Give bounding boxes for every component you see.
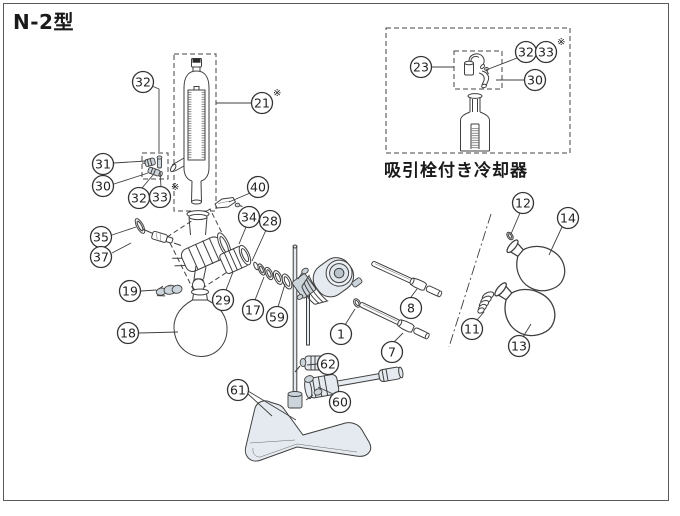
stopcock-drawing [134, 218, 182, 246]
svg-text:13: 13 [511, 339, 527, 354]
svg-text:32: 32 [135, 75, 151, 90]
svg-text:33: 33 [152, 190, 168, 205]
svg-text:12: 12 [515, 196, 531, 211]
svg-text:※: ※ [171, 182, 179, 193]
spring-drawing [477, 291, 495, 314]
callout-35: 35 [89, 225, 113, 249]
svg-text:8: 8 [407, 301, 415, 316]
callout-11: 11 [460, 317, 484, 341]
callout-34: 34 [237, 205, 261, 229]
leader-lines [111, 57, 563, 421]
svg-text:62: 62 [320, 357, 336, 372]
svg-text:14: 14 [560, 211, 576, 226]
callout-7: 7 [380, 340, 404, 364]
svg-text:17: 17 [245, 303, 261, 318]
callout-33-inset: 33※ [534, 37, 565, 64]
svg-text:23: 23 [413, 60, 429, 75]
callout-23: 23 [409, 55, 433, 79]
callout-13: 13 [507, 334, 531, 358]
assembly-axis-line [448, 213, 492, 348]
svg-text:32: 32 [518, 45, 534, 60]
flask18-drawing [173, 288, 228, 358]
callout-28: 28 [258, 209, 282, 233]
svg-text:33: 33 [538, 45, 554, 60]
inset-drawing [460, 53, 490, 152]
o-ring-1-inner [354, 299, 360, 307]
joint-clamp-drawing [155, 284, 183, 297]
svg-text:30: 30 [527, 73, 543, 88]
svg-text:40: 40 [250, 180, 266, 195]
callout-30-left: 30 [91, 174, 115, 198]
callout-21: 21※ [250, 88, 281, 115]
o-ring-12-inner [507, 233, 513, 239]
motor-drawing [291, 257, 363, 305]
inset-caption: 吸引栓付き冷却器 [384, 161, 528, 181]
svg-text:18: 18 [120, 326, 136, 341]
callout-12: 12 [511, 191, 535, 215]
inset-dashed-box [385, 27, 571, 154]
callout-14: 14 [556, 206, 580, 230]
clip-drawing [214, 196, 243, 209]
callout-32-inset: 32 [514, 40, 538, 64]
callout-33-mid: 33※ [148, 182, 179, 209]
svg-text:59: 59 [269, 310, 285, 325]
svg-text:35: 35 [93, 230, 109, 245]
svg-text:30: 30 [95, 179, 111, 194]
callout-60: 60 [328, 390, 352, 414]
callout-1: 1 [329, 322, 353, 346]
svg-text:11: 11 [464, 322, 480, 337]
callout-32-top: 32 [131, 70, 155, 94]
svg-text:31: 31 [95, 157, 111, 172]
callout-17: 17 [241, 298, 265, 322]
callout-32-mid: 32 [127, 186, 151, 210]
svg-text:※: ※ [557, 37, 565, 48]
hose-fittings-drawing [141, 155, 163, 177]
callout-8: 8 [399, 296, 423, 320]
svg-text:21: 21 [254, 96, 270, 111]
svg-text:1: 1 [337, 327, 345, 342]
svg-text:19: 19 [122, 284, 138, 299]
svg-text:37: 37 [93, 250, 109, 265]
callout-29: 29 [211, 288, 235, 312]
condenser-drawing [169, 58, 210, 205]
svg-text:61: 61 [230, 383, 246, 398]
svg-text:7: 7 [388, 345, 396, 360]
svg-text:34: 34 [241, 210, 257, 225]
svg-text:※: ※ [273, 88, 281, 99]
svg-text:60: 60 [332, 395, 348, 410]
adapter-drawing [172, 210, 232, 292]
svg-text:32: 32 [131, 191, 147, 206]
callout-31: 31 [91, 152, 115, 176]
vapor-tube-8-drawing [369, 258, 444, 299]
svg-text:29: 29 [215, 293, 231, 308]
svg-text:28: 28 [262, 214, 278, 229]
callout-59: 59 [265, 305, 289, 329]
callout-19: 19 [118, 279, 142, 303]
callout-61: 61 [226, 378, 250, 402]
callout-62: 62 [316, 352, 340, 376]
inset-inner-dashed-box [453, 50, 503, 90]
callout-40: 40 [246, 175, 270, 199]
page-title: N-2型 [13, 10, 74, 34]
fittings-dashed-box [141, 152, 169, 180]
callout-18: 18 [116, 321, 140, 345]
callout-37: 37 [89, 245, 113, 269]
callout-30-inset: 30 [523, 68, 547, 92]
